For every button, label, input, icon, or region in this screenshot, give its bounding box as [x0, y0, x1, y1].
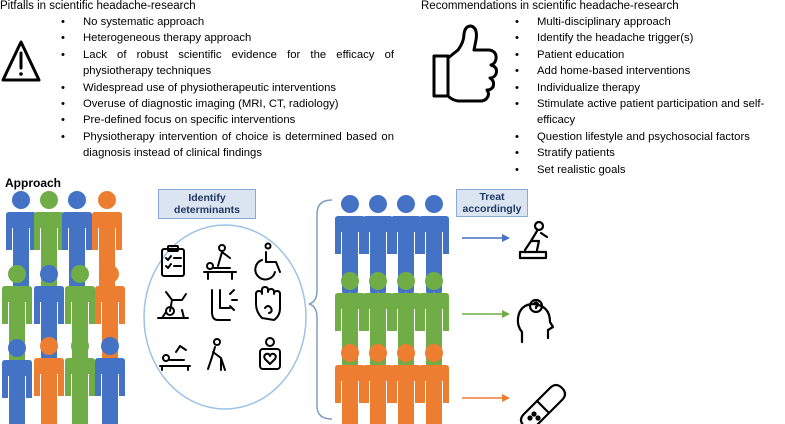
approach-label: Approach — [5, 176, 62, 190]
warning-icon — [1, 40, 41, 82]
person-figure — [363, 344, 393, 424]
arrow-blue — [462, 234, 510, 242]
determinants-circle — [143, 224, 307, 410]
identify-determinants-label: Identify determinants — [158, 189, 256, 219]
clipboard-icon — [161, 245, 185, 277]
person-figure — [65, 337, 95, 424]
list-item: Multi-disciplinary approach — [506, 14, 785, 31]
wheelchair-icon — [254, 242, 281, 281]
list-item: Pre-defined focus on specific interventi… — [52, 112, 394, 129]
exercise-bike-icon — [157, 291, 189, 319]
lying-patient-icon — [159, 345, 191, 371]
list-item: No systematic approach — [52, 14, 394, 31]
person-figure — [391, 344, 421, 424]
pitfalls-list: No systematic approach Heterogeneous the… — [52, 14, 394, 162]
list-item: Widespread use of physiotherapeutic inte… — [52, 80, 394, 97]
hand-icon — [255, 286, 281, 321]
heart-person-icon — [259, 337, 281, 370]
list-item: Lack of robust scientific evidence for t… — [52, 47, 394, 80]
kneeling-exercise-icon — [518, 220, 549, 260]
person-figure — [2, 339, 32, 424]
massage-table-icon — [203, 244, 237, 280]
person-figure — [95, 337, 125, 424]
recommendations-list: Multi-disciplinary approach Identify the… — [506, 14, 785, 178]
pitfalls-heading: Pitfalls in scientific headache-research — [0, 0, 196, 12]
thumbs-up-icon — [432, 24, 498, 103]
head-question-icon — [516, 298, 555, 344]
list-item: Set realistic goals — [506, 162, 785, 179]
approach-crowd — [2, 191, 125, 424]
leg-pain-icon — [211, 289, 238, 321]
treat-accordingly-label: Treat accordingly — [456, 189, 528, 217]
arrow-orange — [462, 394, 510, 402]
list-item: Add home-based interventions — [506, 63, 785, 80]
list-item: Overuse of diagnostic imaging (MRI, CT, … — [52, 96, 394, 113]
treated-group-orange — [335, 344, 449, 424]
arrow-green — [462, 310, 510, 318]
bracket-divider — [308, 199, 333, 420]
pill-icon — [519, 383, 567, 424]
list-item: Identify the headache trigger(s) — [506, 30, 785, 47]
recommendations-heading: Recommendations in scientific headache-r… — [421, 0, 679, 12]
list-item: Physiotherapy intervention of choice is … — [52, 129, 394, 162]
person-figure — [335, 344, 365, 424]
person-figure — [419, 344, 449, 424]
elderly-person-icon — [207, 338, 226, 371]
list-item: Individualize therapy — [506, 80, 785, 97]
list-item: Question lifestyle and psychosocial fact… — [506, 129, 785, 146]
list-item: Stimulate active patient participation a… — [506, 96, 785, 129]
list-item: Patient education — [506, 47, 785, 64]
person-figure — [34, 337, 64, 424]
list-item: Stratify patients — [506, 145, 785, 162]
list-item: Heterogeneous therapy approach — [52, 30, 394, 47]
